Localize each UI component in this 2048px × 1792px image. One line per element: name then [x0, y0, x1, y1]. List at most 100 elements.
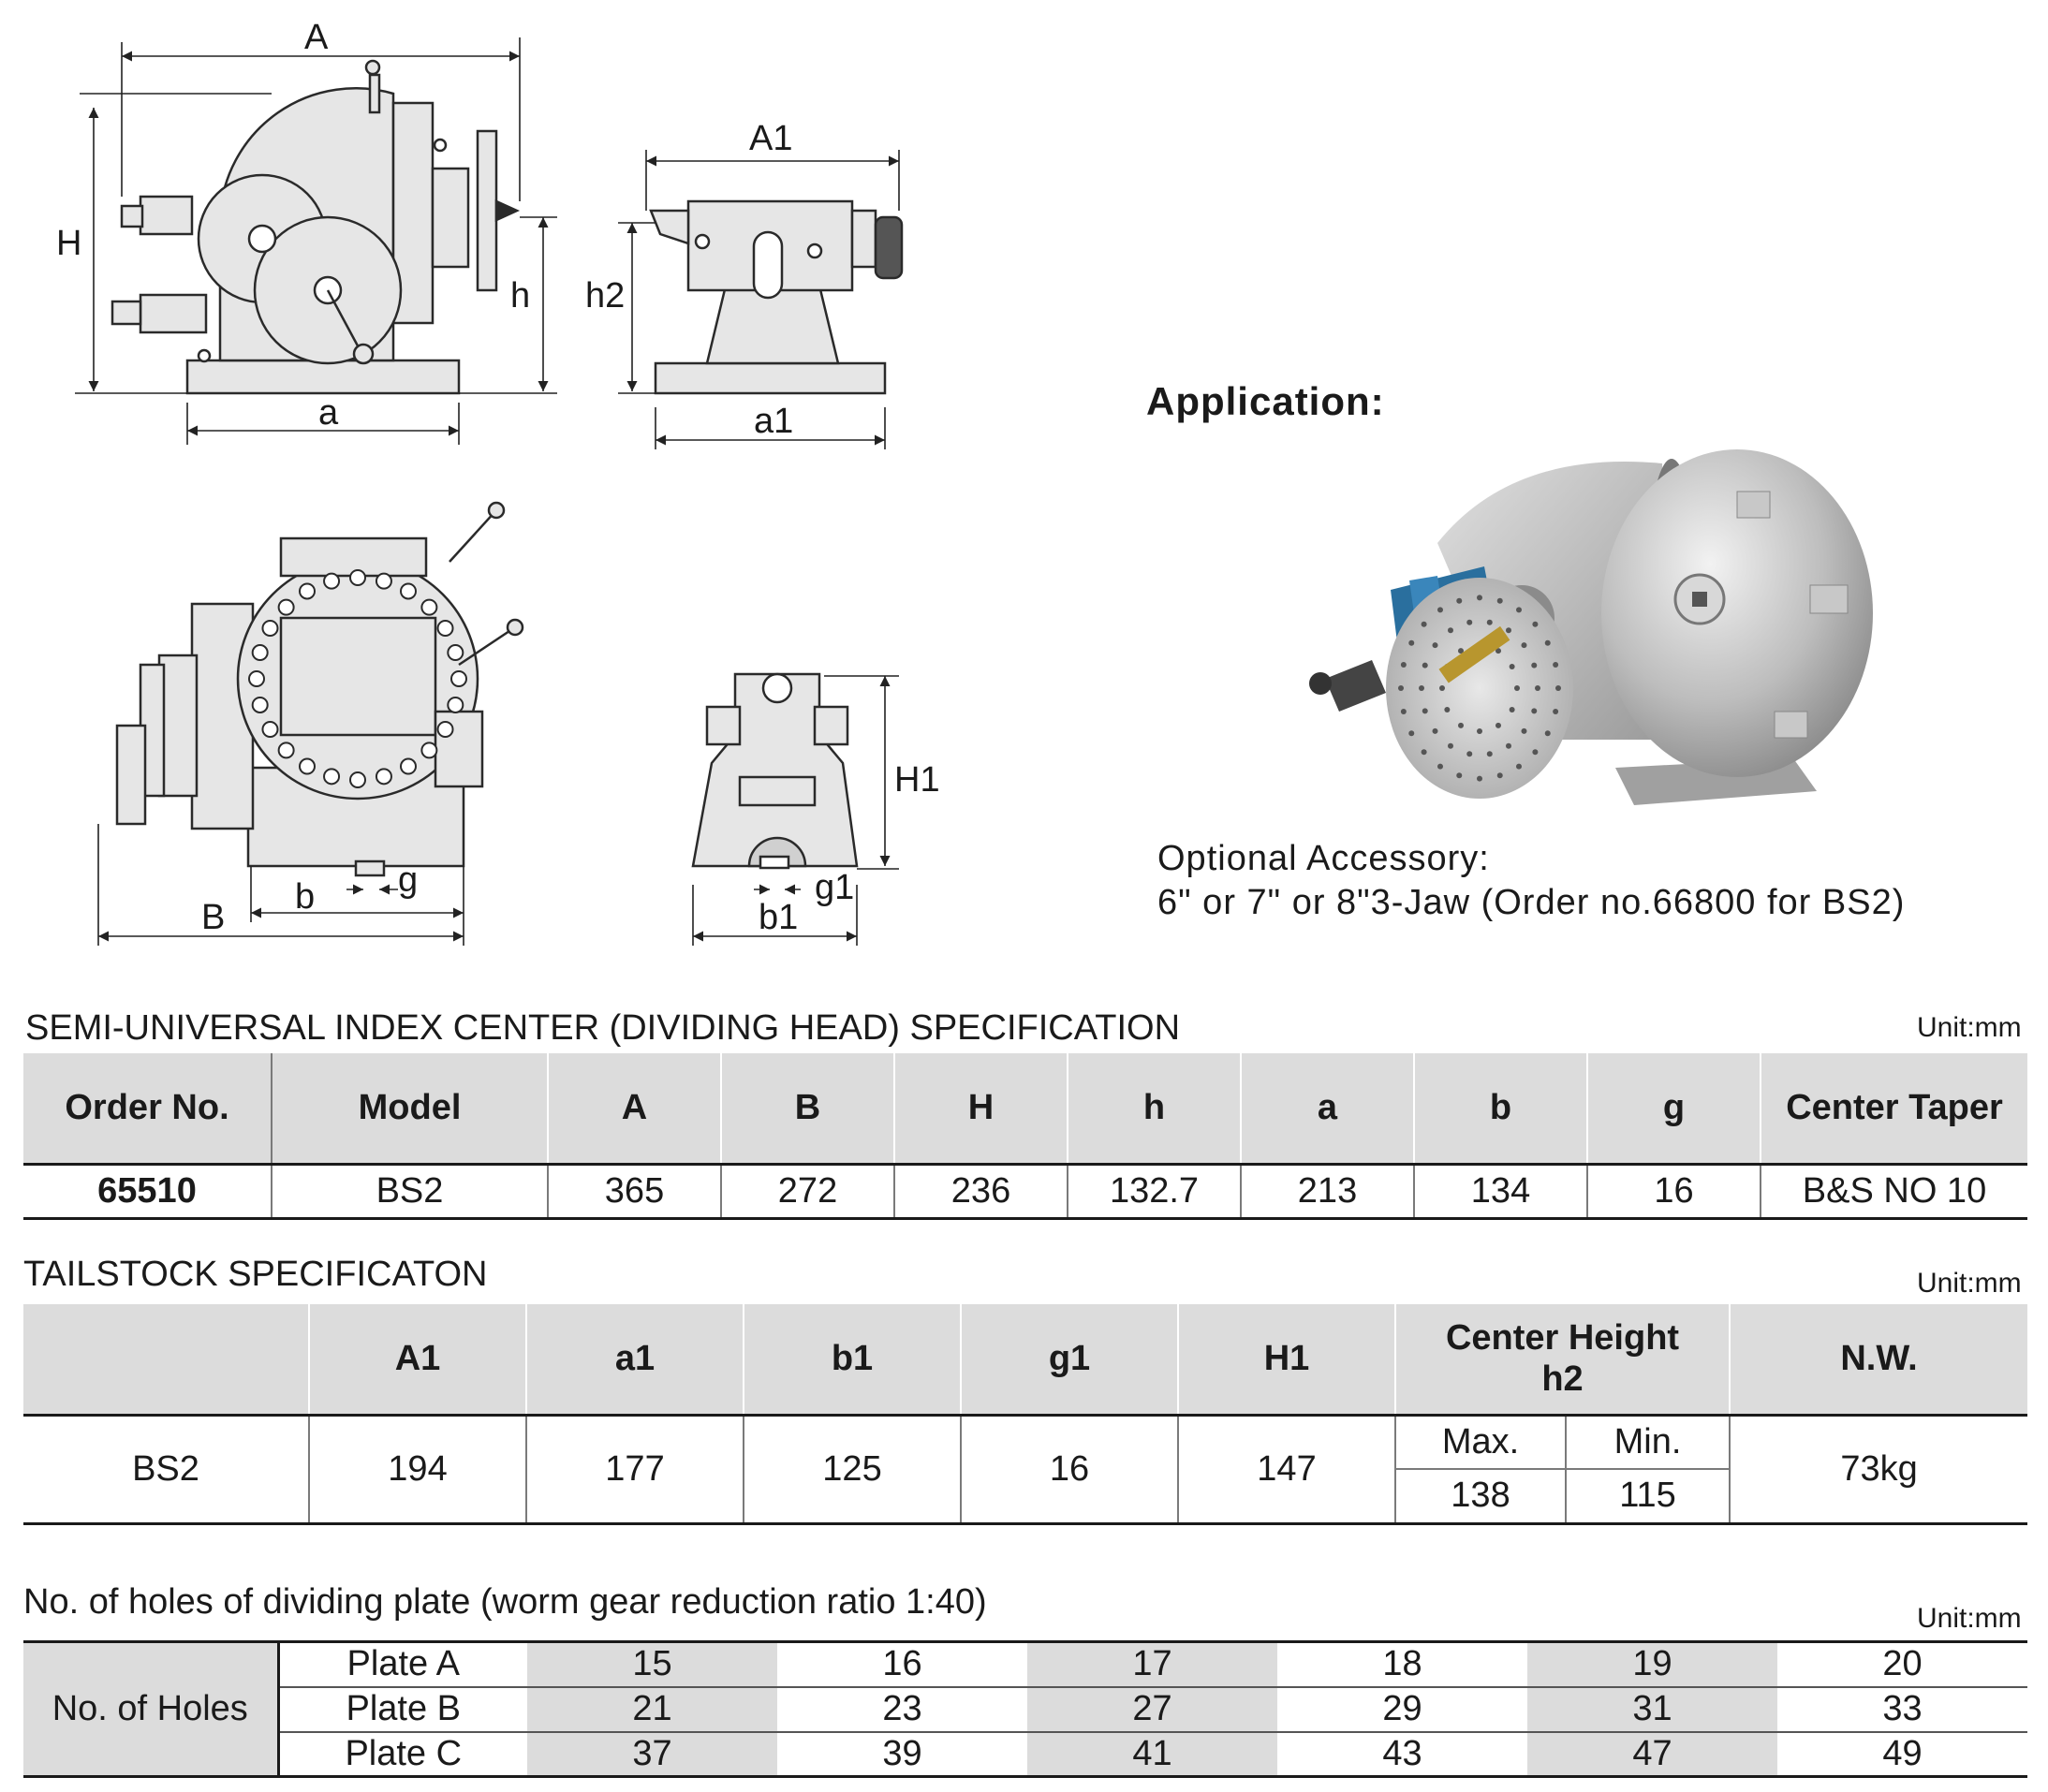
- photo-plate-hole: [1422, 708, 1428, 714]
- spec2-header-g1: g1: [960, 1304, 1178, 1415]
- photo-plate-hole: [1477, 775, 1482, 782]
- spec2-header-A1: A1: [308, 1304, 526, 1415]
- spec1-g: 16: [1586, 1164, 1761, 1218]
- label-A1: A1: [749, 119, 792, 158]
- photo-plate-hole: [1544, 639, 1551, 646]
- spec1-header-H: H: [893, 1053, 1068, 1164]
- spec3-c-6: 49: [1882, 1733, 1923, 1773]
- spec3-b-3: 27: [1027, 1686, 1277, 1732]
- photo-plate-hole: [1506, 627, 1511, 634]
- label-g1: g1: [815, 868, 854, 907]
- photo-plate-hole: [1509, 707, 1515, 712]
- spec2-header-h2: Center Height h2: [1393, 1304, 1731, 1415]
- label-a1: a1: [754, 402, 793, 441]
- photo-plate-hole: [1408, 730, 1415, 737]
- photo-plate-hole: [1514, 685, 1520, 691]
- photo-plate-hole: [1496, 597, 1503, 604]
- spec2-A1: 194: [308, 1415, 526, 1523]
- photo-plate-hole: [1439, 685, 1445, 691]
- spec3-b-4: 29: [1382, 1689, 1422, 1728]
- photo-plate-hole: [1448, 627, 1453, 634]
- photo-plate-hole: [1521, 727, 1527, 734]
- photo-plate-hole: [1477, 728, 1482, 734]
- spec2-max: 138: [1394, 1469, 1566, 1523]
- index-hole: [436, 721, 454, 738]
- label-H1: H1: [894, 760, 940, 800]
- spec3-a-2: 16: [882, 1644, 922, 1684]
- spec2-unit: Unit:mm: [1917, 1268, 2022, 1299]
- photo-plate-hole: [1419, 685, 1424, 691]
- label-h2: h2: [585, 276, 625, 316]
- index-hole: [349, 771, 366, 788]
- photo-plate-hole: [1531, 708, 1538, 714]
- spec3-a-6: 20: [1882, 1644, 1923, 1684]
- spec2-max-label: Max.: [1394, 1415, 1566, 1470]
- tailstock-spec-table: A1 a1 b1 g1 H1 Center Height h2 N.W. BS2…: [23, 1304, 2028, 1525]
- dividing-plate-table: No. of Holes Plate A 15 16 17 18 19 20 P…: [23, 1640, 2027, 1778]
- photo-plate-hole: [1509, 664, 1515, 669]
- label-a: a: [318, 393, 339, 433]
- photo-plate-hole: [1466, 751, 1473, 757]
- spec2-header-nw: N.W.: [1729, 1304, 2028, 1415]
- photo-plate-hole: [1516, 763, 1522, 770]
- spec2-g1: 16: [960, 1415, 1178, 1523]
- spec1-model: BS2: [271, 1164, 548, 1218]
- photo-plate-hole: [1506, 742, 1511, 749]
- photo-plate-hole: [1398, 685, 1404, 691]
- photo-plate-hole: [1495, 648, 1501, 654]
- photo-plate-hole: [1448, 742, 1453, 749]
- index-hole: [248, 670, 265, 687]
- label-b: b: [295, 877, 315, 917]
- dividing-head-photo: [1309, 449, 1873, 805]
- spec3-c-1: 37: [527, 1731, 777, 1777]
- spec3-a-5: 19: [1527, 1641, 1777, 1687]
- spec3-plate-b: Plate B: [346, 1689, 462, 1728]
- label-h: h: [510, 276, 530, 316]
- spec3-a-1: 15: [527, 1641, 777, 1687]
- photo-plate-hole: [1421, 621, 1427, 627]
- spec3-unit: Unit:mm: [1917, 1603, 2022, 1634]
- application-title: Application:: [1146, 379, 1385, 423]
- photo-plate-hole: [1516, 607, 1522, 613]
- photo-plate-hole: [1421, 749, 1427, 756]
- spec1-header-B: B: [720, 1053, 894, 1164]
- index-hole: [420, 598, 438, 616]
- spec3-c-5: 47: [1527, 1731, 1777, 1777]
- photo-plate-hole: [1400, 709, 1407, 715]
- index-hole: [261, 620, 279, 637]
- label-H: H: [56, 224, 81, 263]
- photo-plate-hole: [1466, 619, 1473, 625]
- index-hole: [277, 742, 295, 759]
- photo-plate-hole: [1422, 662, 1428, 668]
- spec3-c-4: 43: [1382, 1733, 1422, 1773]
- spec1-header-taper: Center Taper: [1760, 1053, 2027, 1164]
- spec2-header-b1: b1: [743, 1304, 961, 1415]
- spec1-order-no: 65510: [97, 1170, 197, 1211]
- index-hole: [251, 644, 269, 662]
- spec3-plate-c: Plate C: [345, 1733, 463, 1773]
- photo-plate-hole: [1532, 749, 1539, 756]
- spec2-header-a1: a1: [525, 1304, 744, 1415]
- spec3-a-4: 18: [1382, 1644, 1422, 1684]
- photo-plate-hole: [1486, 619, 1493, 625]
- photo-plate-hole: [1458, 648, 1464, 654]
- spec2-min: 115: [1564, 1469, 1731, 1523]
- photo-plate-hole: [1458, 722, 1464, 728]
- spec1-b: 134: [1413, 1164, 1587, 1218]
- accessory-line-2: 6" or 7" or 8"3-Jaw (Order no.66800 for …: [1157, 883, 1906, 922]
- spec3-b-2: 23: [882, 1689, 922, 1728]
- spec2-H1: 147: [1177, 1415, 1395, 1523]
- label-A: A: [304, 18, 329, 57]
- spec1-header-model: Model: [271, 1053, 548, 1164]
- photo-plate-hole: [1531, 662, 1538, 668]
- photo-plate-hole: [1437, 607, 1443, 613]
- spec3-b-6: 33: [1882, 1689, 1923, 1728]
- photo-plate-hole: [1496, 772, 1503, 779]
- spec3-a-3: 17: [1027, 1641, 1277, 1687]
- photo-plate-hole: [1456, 772, 1463, 779]
- photo-plate-hole: [1437, 763, 1443, 770]
- index-hole: [447, 696, 464, 713]
- photo-plate-hole: [1521, 642, 1527, 649]
- index-hole: [400, 757, 417, 775]
- photo-plate-hole: [1408, 639, 1415, 646]
